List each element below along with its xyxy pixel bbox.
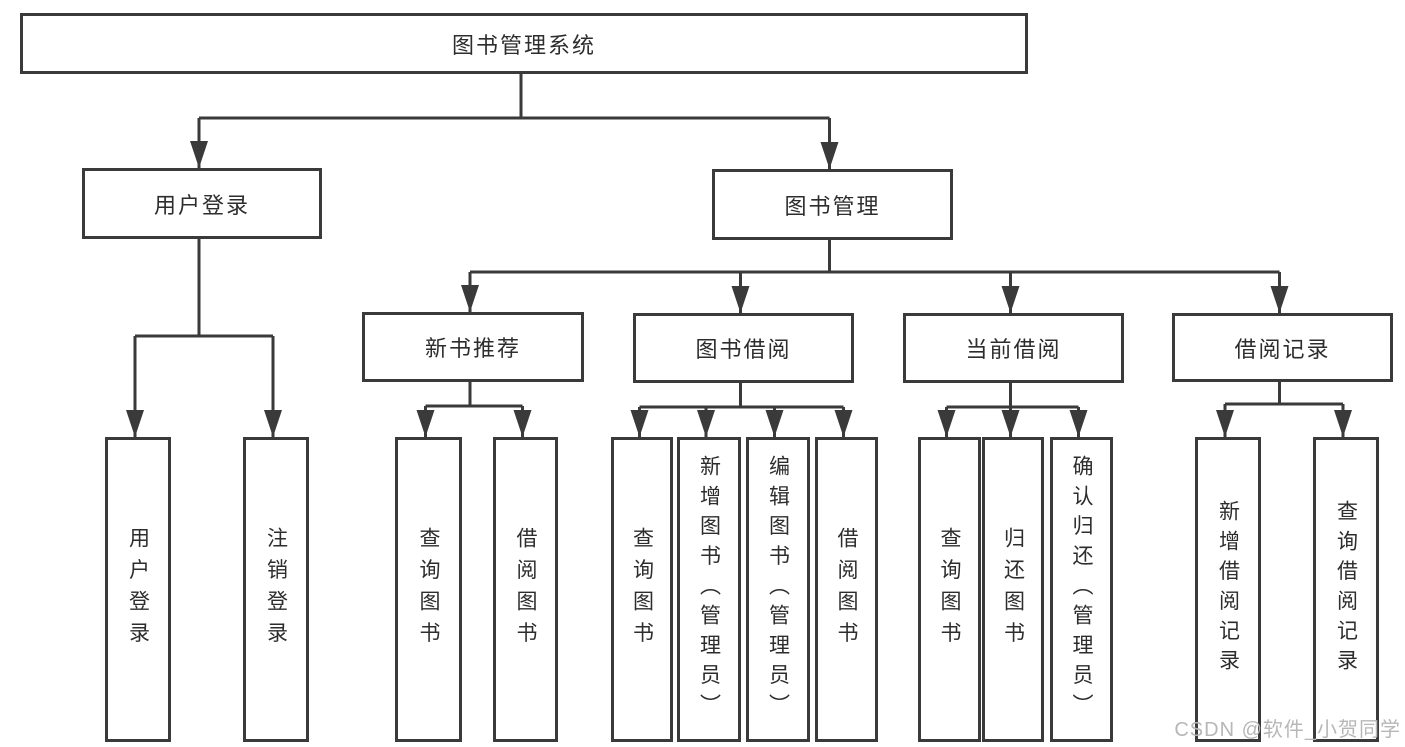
arrow-borrow-record [1270, 286, 1289, 313]
leaf-edit-books-admin-label: 编辑图书（管理员） [766, 455, 790, 724]
leaf-query-books-recommendation-label: 查询图书 [417, 526, 440, 653]
node-user-login-label: 用户登录 [153, 192, 250, 218]
node-current-borrowing: 当前借阅 [903, 313, 1124, 383]
arrow-leaf-add-record [1216, 410, 1234, 437]
leaf-add-books-admin-label: 新增图书（管理员） [697, 455, 721, 724]
leaf-confirm-return-admin-label: 确认归还（管理员） [1070, 455, 1093, 724]
node-book-management: 图书管理 [712, 169, 953, 240]
node-root: 图书管理系统 [20, 13, 1028, 74]
leaf-query-books-current-label: 查询图书 [938, 526, 961, 653]
node-book-borrowing: 图书借阅 [633, 313, 854, 383]
arrow-leaf-add-book [697, 410, 715, 437]
leaf-add-borrow-record: 新增借阅记录 [1195, 437, 1261, 742]
arrowheads [126, 141, 1352, 437]
leaf-borrow-books-recommendation: 借阅图书 [493, 437, 558, 742]
leaf-borrow-books-borrowing: 借阅图书 [815, 437, 878, 742]
leaf-add-borrow-record-label: 新增借阅记录 [1216, 500, 1240, 679]
leaf-query-books-borrowing: 查询图书 [611, 437, 673, 742]
connector-current-borrow-to-children [945, 377, 1080, 437]
connector-user-login-to-children [133, 233, 275, 437]
leaf-return-books: 归还图书 [982, 437, 1044, 742]
arrow-new-book [461, 285, 479, 312]
connector-book-management-to-level3 [468, 234, 1281, 313]
csdn-watermark: CSDN @软件_小贺同学 [1174, 719, 1401, 741]
arrow-leaf-query-record [1334, 410, 1352, 437]
arrow-leaf-query-borrowing [630, 410, 649, 437]
leaf-borrow-books-recommendation-label: 借阅图书 [514, 526, 537, 653]
arrow-book-borrow [731, 286, 750, 313]
node-current-borrowing-label: 当前借阅 [965, 337, 1062, 362]
connector-book-borrow-to-children [638, 377, 845, 437]
node-book-management-label: 图书管理 [784, 193, 881, 219]
node-new-book-recommendation-label: 新书推荐 [424, 336, 521, 361]
arrow-leaf-confirm-return [1069, 410, 1088, 437]
leaf-query-borrow-record: 查询借阅记录 [1313, 437, 1379, 742]
leaf-edit-books-admin: 编辑图书（管理员） [746, 437, 810, 742]
leaf-user-login-label: 用户登录 [126, 526, 150, 653]
node-book-borrowing-label: 图书借阅 [695, 337, 792, 362]
node-new-book-recommendation: 新书推荐 [362, 312, 584, 382]
connector-new-book-to-children [424, 376, 524, 437]
leaf-query-books-current: 查询图书 [918, 437, 981, 742]
arrow-leaf-logout [264, 410, 282, 437]
arrow-leaf-borrow-borrowing [834, 410, 853, 437]
connector-borrow-record-to-children [1223, 376, 1345, 437]
arrow-user-login [190, 141, 208, 168]
leaf-logout-label: 注销登录 [264, 526, 288, 653]
arrow-leaf-return-book [1001, 410, 1020, 437]
leaf-logout: 注销登录 [243, 437, 309, 742]
arrow-current-borrow [1001, 286, 1020, 313]
leaf-return-books-label: 归还图书 [1001, 526, 1025, 653]
leaf-user-login: 用户登录 [105, 437, 171, 742]
node-borrowing-records-label: 借阅记录 [1234, 336, 1331, 362]
leaf-add-books-admin: 新增图书（管理员） [677, 437, 741, 742]
node-root-label: 图书管理系统 [451, 32, 596, 58]
leaf-borrow-books-borrowing-label: 借阅图书 [835, 526, 858, 653]
arrow-leaf-query-current [937, 410, 956, 437]
arrow-leaf-edit-book [765, 410, 784, 437]
connector-root-to-level2 [197, 68, 831, 169]
arrow-leaf-borrow-recommend [513, 410, 532, 437]
node-user-login: 用户登录 [82, 168, 322, 239]
leaf-query-books-borrowing-label: 查询图书 [630, 526, 654, 653]
arrow-book-management [820, 142, 839, 169]
node-borrowing-records: 借阅记录 [1172, 313, 1393, 382]
arrow-leaf-query-recommend [416, 410, 435, 437]
leaf-query-borrow-record-label: 查询借阅记录 [1334, 500, 1358, 679]
leaf-query-books-recommendation: 查询图书 [395, 437, 462, 742]
leaf-confirm-return-admin: 确认归还（管理员） [1050, 437, 1113, 742]
arrow-leaf-user-login [126, 410, 144, 437]
